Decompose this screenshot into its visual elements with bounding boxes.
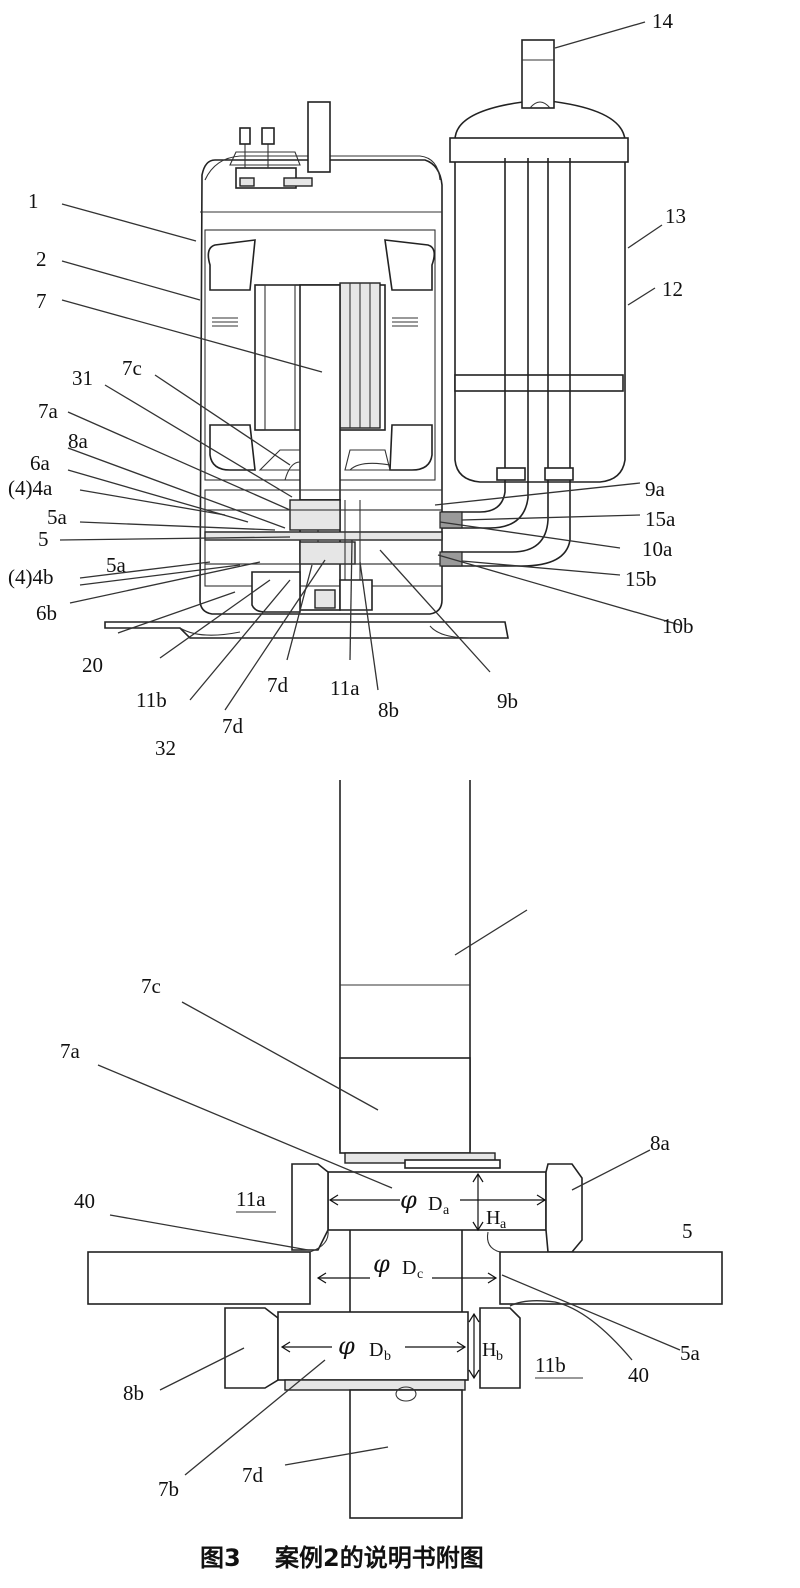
detail-label-40-right: 40 xyxy=(628,1363,649,1387)
eccentric-7b xyxy=(277,1311,469,1381)
discharge-pipe xyxy=(307,101,331,173)
dim-Dc: D xyxy=(402,1257,416,1279)
label-11a: 11a xyxy=(330,676,360,700)
label-6b: 6b xyxy=(36,601,57,625)
label-1: 1 xyxy=(28,189,39,213)
svg-text:a: a xyxy=(443,1203,450,1218)
phi-symbol-a: φ xyxy=(400,1186,417,1214)
label-20: 20 xyxy=(82,653,103,677)
figure-caption: 图3 案例2的说明书附图 xyxy=(200,1544,484,1572)
shaft-section-7d xyxy=(349,1389,463,1519)
label-15a: 15a xyxy=(645,507,676,531)
label-7a: 7a xyxy=(38,399,59,423)
detail-label-7c: 7c xyxy=(141,974,161,998)
label-9a: 9a xyxy=(645,477,666,501)
detail-label-7a: 7a xyxy=(60,1039,81,1063)
detail-label-5a: 5a xyxy=(680,1341,701,1365)
label-12: 12 xyxy=(662,277,683,301)
detail-label-7b: 7b xyxy=(158,1477,179,1501)
caption-text: 案例2的说明书附图 xyxy=(274,1544,484,1572)
shaft-section-7c xyxy=(339,1057,471,1154)
detail-label-7d: 7d xyxy=(242,1463,264,1487)
label-7c: 7c xyxy=(122,356,142,380)
label-4b: (4)4b xyxy=(8,565,54,589)
label-31: 31 xyxy=(72,366,93,390)
shaft-detail-drawing: φ D a H a φ D c φ D b H b 7c 7a 8a 11a 4… xyxy=(60,780,723,1519)
label-5: 5 xyxy=(38,527,49,551)
label-10b: 10b xyxy=(662,614,694,638)
compressor-drawing: 1 2 7 7c 31 7a 8a 6a (4)4a 5a 5 5a (4)4b… xyxy=(8,9,694,760)
label-7d-upper: 7d xyxy=(267,673,289,697)
label-15b: 15b xyxy=(625,567,657,591)
label-6a: 6a xyxy=(30,451,51,475)
label-7d-lower: 7d xyxy=(222,714,244,738)
label-10a: 10a xyxy=(642,537,673,561)
phi-symbol-b: φ xyxy=(338,1332,355,1360)
caption-figure-number: 图3 xyxy=(200,1544,241,1572)
label-13: 13 xyxy=(665,204,686,228)
accumulator-inlet-pipe xyxy=(521,39,555,109)
label-11b: 11b xyxy=(136,688,167,712)
dimension-arrows xyxy=(280,1172,547,1380)
label-14: 14 xyxy=(652,9,674,33)
detail-label-11b: 11b xyxy=(535,1353,566,1377)
detail-label-40-left: 40 xyxy=(74,1189,95,1213)
dim-Ha: H xyxy=(486,1207,500,1229)
detail-label-8a: 8a xyxy=(650,1131,671,1155)
svg-text:b: b xyxy=(496,1349,503,1364)
eccentric-7a xyxy=(327,1171,547,1231)
detail-label-8b: 8b xyxy=(123,1381,144,1405)
label-8b: 8b xyxy=(378,698,399,722)
label-8a: 8a xyxy=(68,429,89,453)
label-2: 2 xyxy=(36,247,47,271)
mounting-base xyxy=(104,621,509,639)
partition-plate-left xyxy=(87,1251,311,1305)
dim-Da: D xyxy=(428,1193,442,1215)
detail-label-5: 5 xyxy=(682,1219,693,1243)
svg-text:a: a xyxy=(500,1217,507,1232)
accumulator-shell xyxy=(454,99,626,483)
label-32: 32 xyxy=(155,736,176,760)
dim-Hb: H xyxy=(482,1339,496,1361)
partition-plate-right xyxy=(499,1251,723,1305)
svg-text:c: c xyxy=(417,1267,423,1282)
phi-symbol-c: φ xyxy=(373,1250,390,1278)
label-5a-upper: 5a xyxy=(47,505,68,529)
label-4a: (4)4a xyxy=(8,476,53,500)
detail-label-11a: 11a xyxy=(236,1187,266,1211)
label-9b: 9b xyxy=(497,689,518,713)
svg-text:b: b xyxy=(384,1349,391,1364)
dim-Db: D xyxy=(369,1339,383,1361)
crankshaft xyxy=(299,284,341,501)
label-5a-lower: 5a xyxy=(106,553,127,577)
label-7: 7 xyxy=(36,289,47,313)
